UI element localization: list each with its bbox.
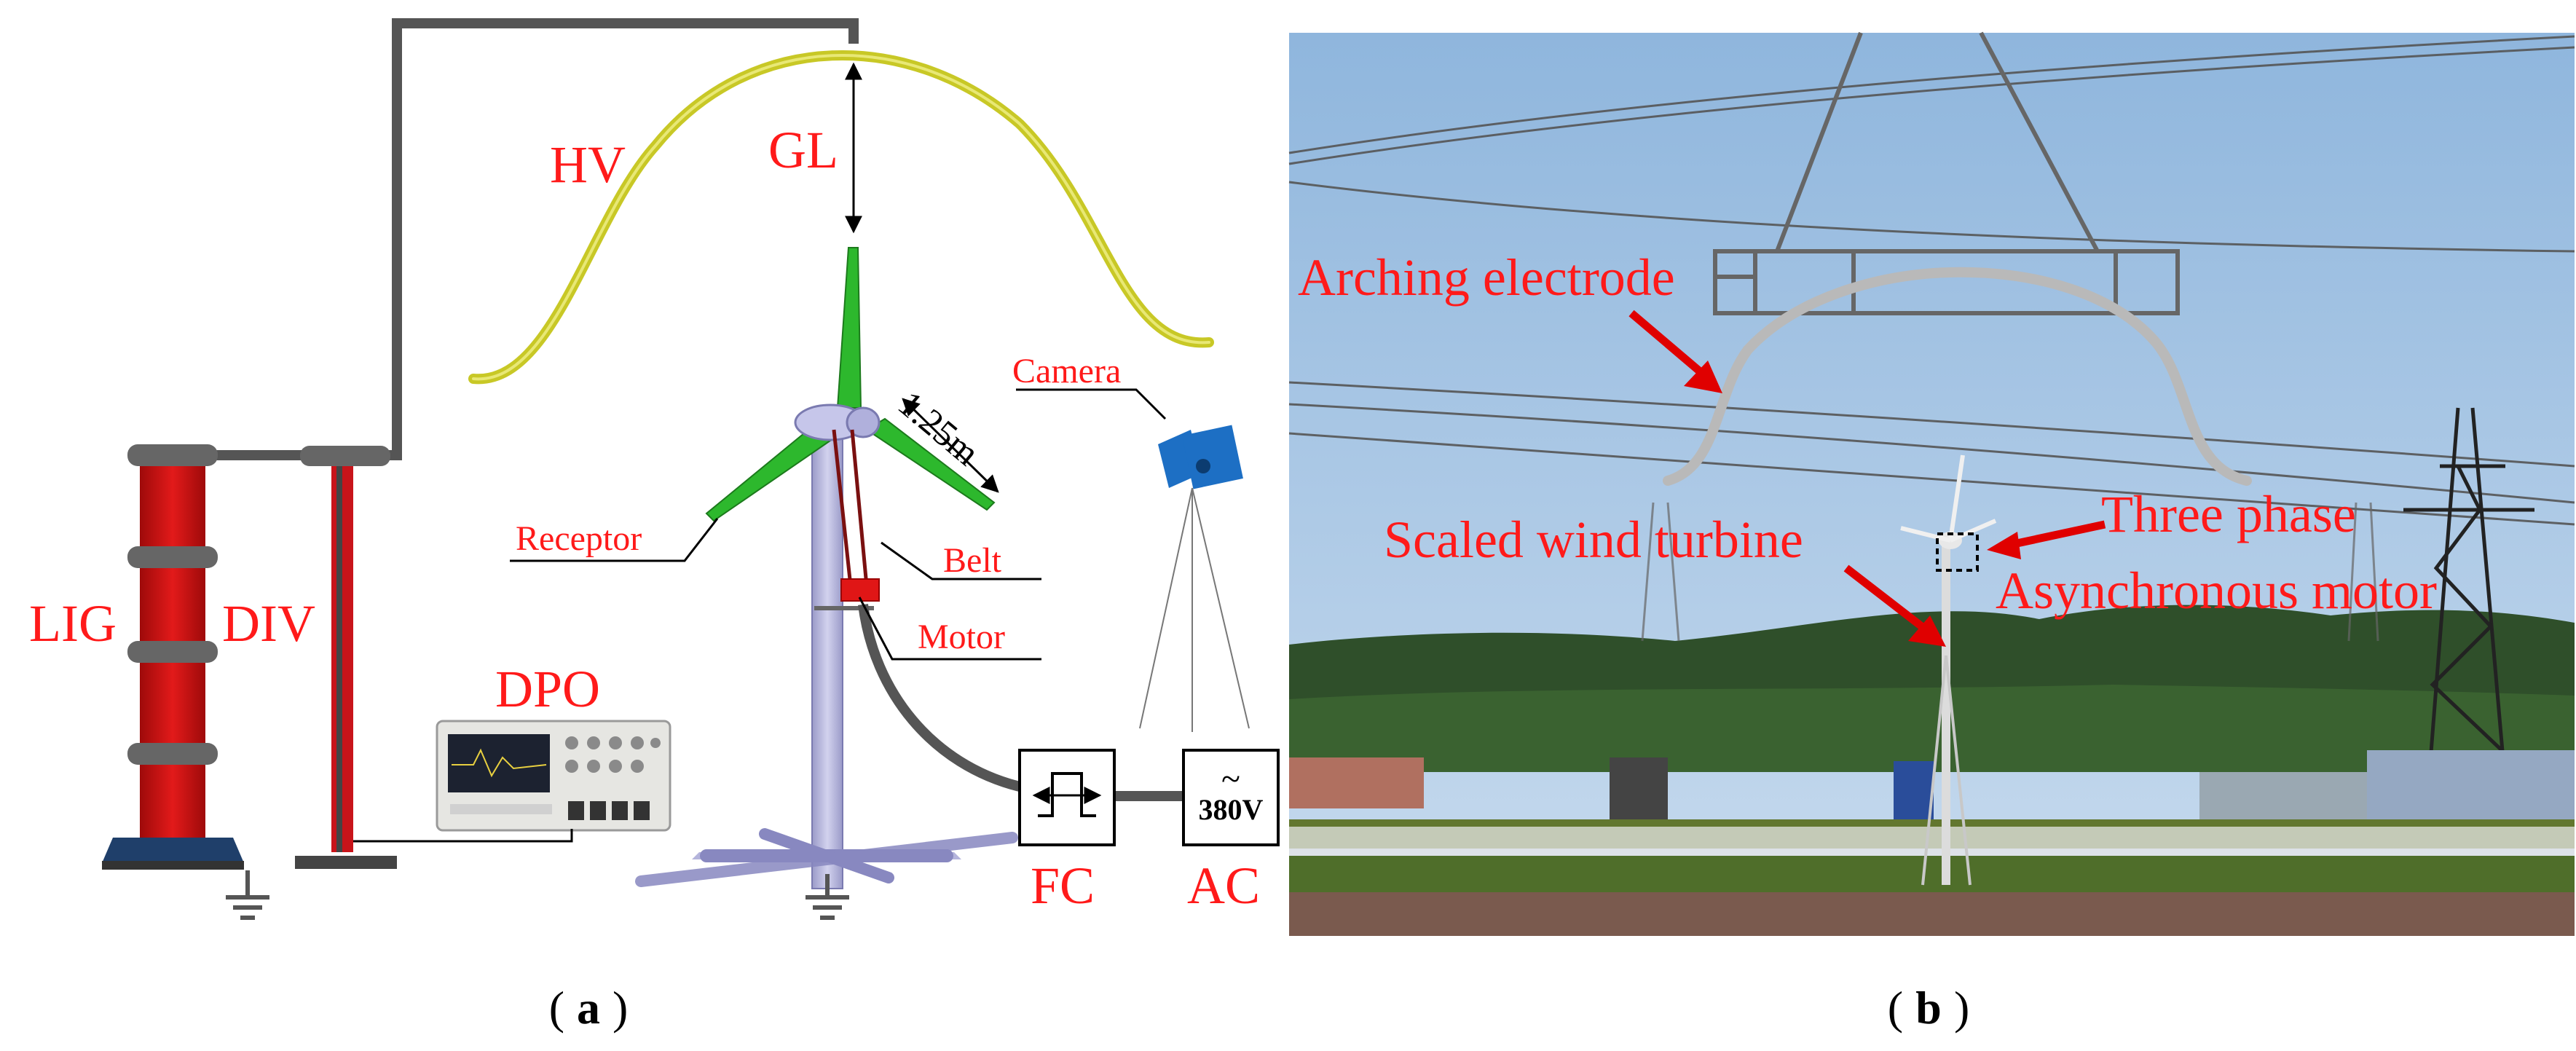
label-lig: LIG <box>29 594 117 653</box>
ground-symbol-tower <box>806 874 849 920</box>
leader-lines-a <box>510 388 1167 661</box>
ground-symbol-left <box>226 870 269 920</box>
arching-electrode-photo <box>1663 267 2252 486</box>
camera-icon <box>1158 425 1243 489</box>
label-three-phase: Three phase <box>2101 485 2356 543</box>
turbine-tower <box>635 436 1018 889</box>
caption-a: ( a ) <box>549 982 629 1034</box>
svg-text:): ) <box>613 982 628 1034</box>
label-belt: Belt <box>943 541 1002 580</box>
label-motor: Motor <box>918 618 1005 656</box>
hv-arch-electrode <box>468 50 1214 385</box>
label-asynchronous-motor: Asynchronous motor <box>1996 562 2437 620</box>
label-arching-electrode: Arching electrode <box>1298 248 1675 307</box>
label-dpo: DPO <box>495 660 600 718</box>
fc-frequency-converter-box <box>1018 749 1116 846</box>
caption-a-letter: a <box>577 982 600 1034</box>
svg-text:(: ( <box>549 982 564 1034</box>
label-div: DIV <box>222 594 315 653</box>
dpo-oscilloscope <box>436 720 671 832</box>
ac-voltage-label: 380V <box>1199 793 1264 826</box>
label-fc: FC <box>1031 857 1095 915</box>
label-camera: Camera <box>1012 352 1121 390</box>
dpo-signal-cable <box>353 829 573 843</box>
scaled-wind-turbine-photo <box>1900 454 1997 886</box>
svg-text:): ) <box>1954 982 1969 1034</box>
label-receptor: Receptor <box>516 519 642 558</box>
drive-belt <box>832 429 869 587</box>
label-ac: AC <box>1187 857 1260 915</box>
svg-text:(: ( <box>1888 982 1903 1034</box>
turbine-blades <box>705 247 996 522</box>
label-hv: HV <box>550 135 626 194</box>
caption-b: ( b ) <box>1888 982 1970 1034</box>
caption-b-letter: b <box>1915 982 1942 1034</box>
div-voltage-divider <box>295 446 397 869</box>
ac-symbol: ~ <box>1221 760 1240 798</box>
ac-power-source-box: ~ 380V <box>1182 749 1280 846</box>
annotation-arrows-b <box>1628 310 2106 647</box>
label-scaled-wind-turbine: Scaled wind turbine <box>1384 511 1803 569</box>
camera-tripod <box>1139 487 1250 732</box>
panel-b-photo: Arching electrode Scaled wind turbine Th… <box>1288 31 2575 936</box>
label-gl: GL <box>768 121 838 179</box>
hv-lead-wire <box>215 18 859 460</box>
lig-impulse-generator <box>102 444 244 870</box>
panel-a: ~ 380V HV GL LIG DIV DPO Receptor Be <box>29 18 1280 920</box>
motor-highlight-box <box>1936 532 1979 572</box>
motor-power-cable <box>858 604 1021 792</box>
electrode-suspension-frame <box>1713 31 2180 315</box>
